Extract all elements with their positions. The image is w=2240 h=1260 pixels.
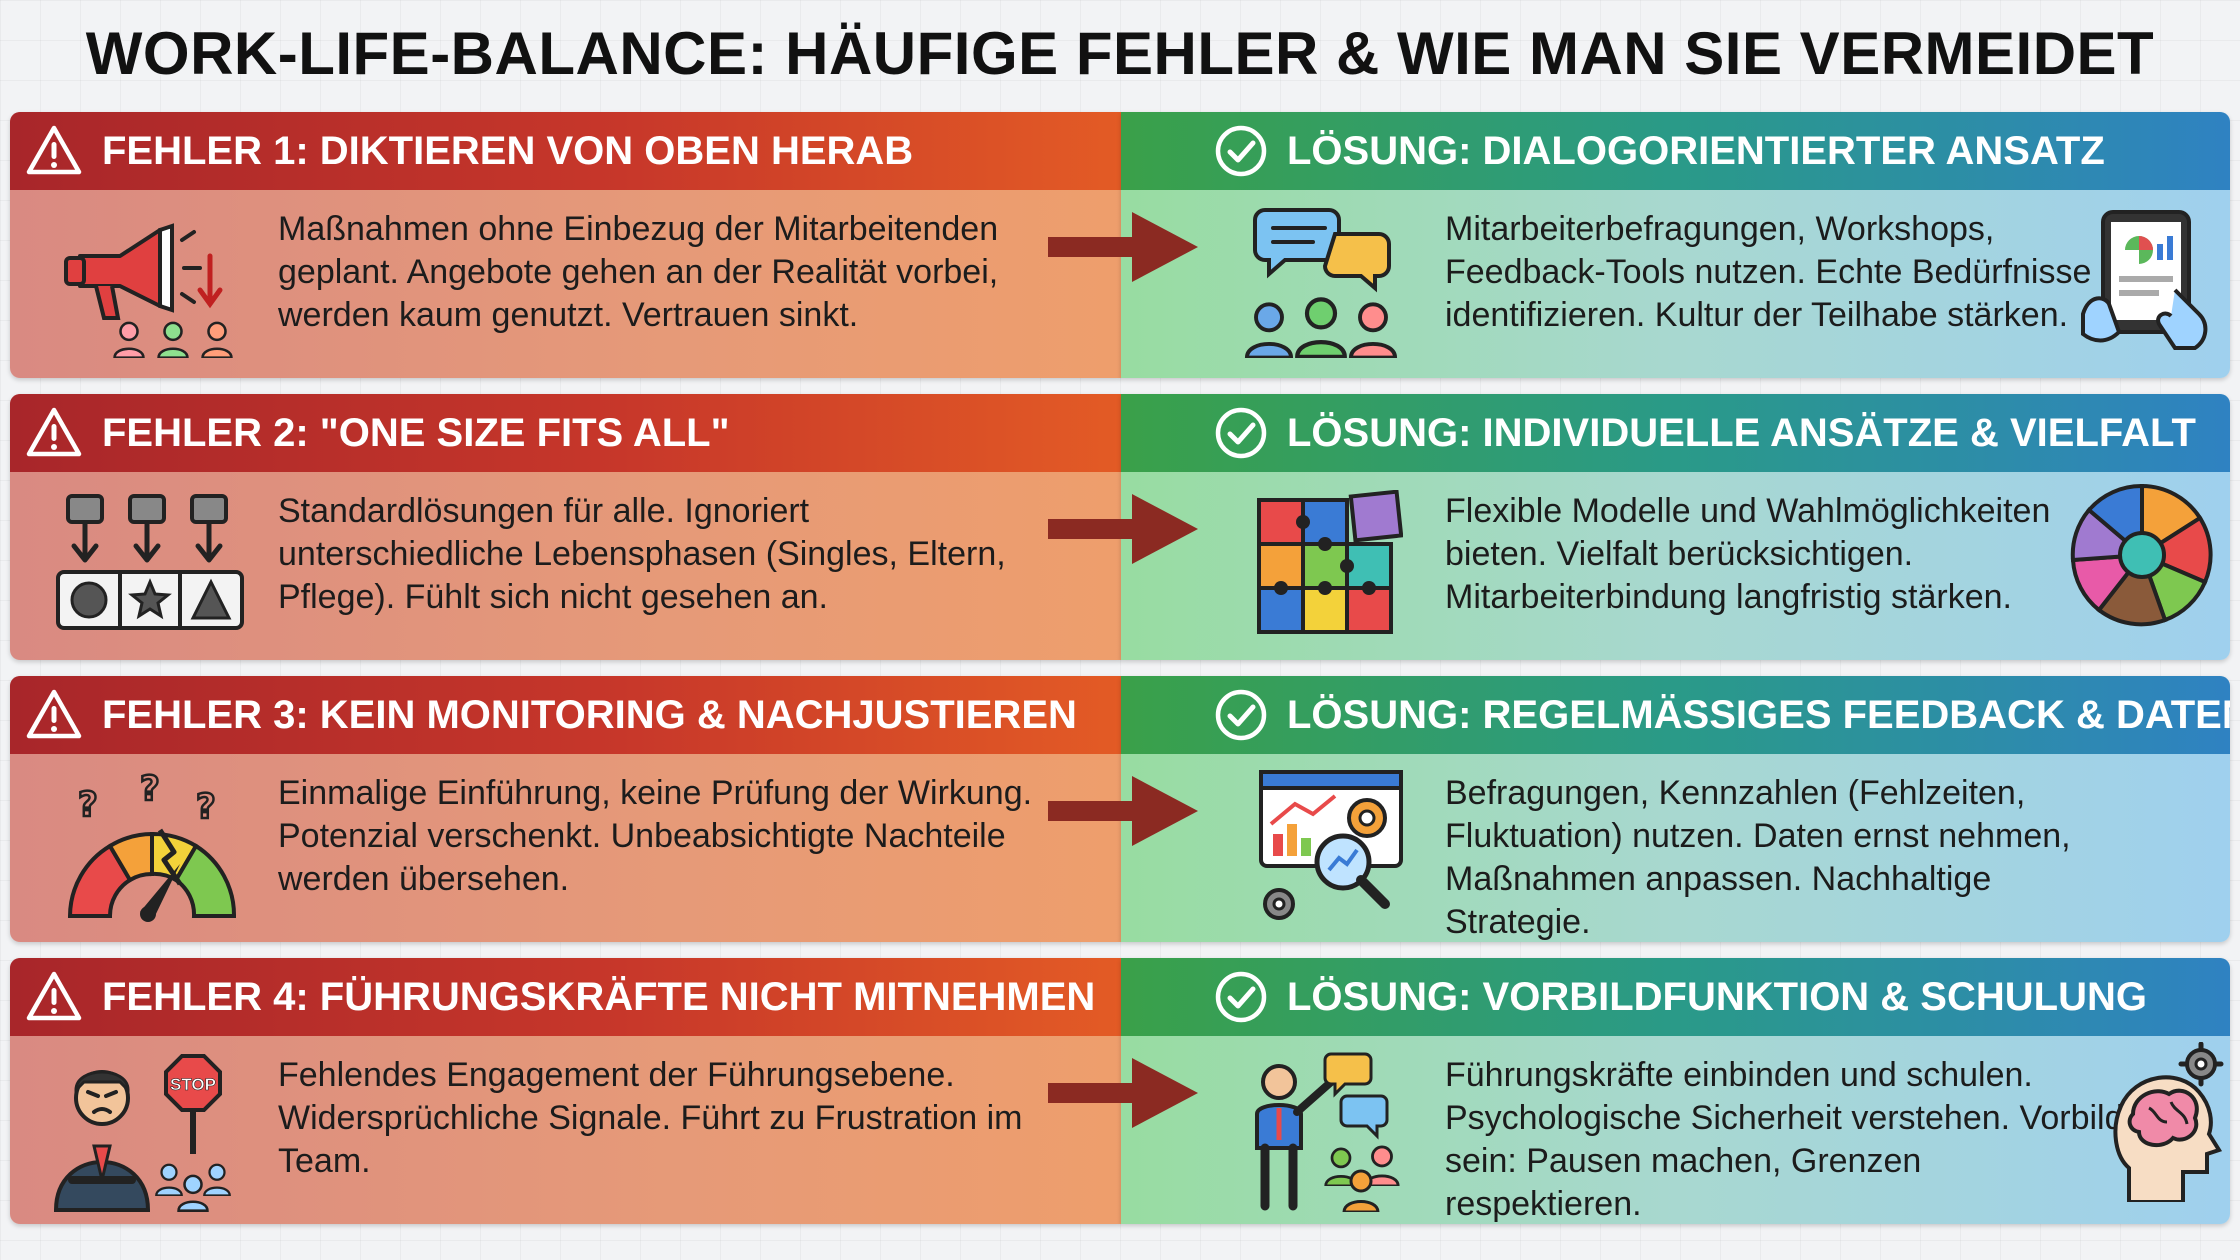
solution-title-1: LÖSUNG: DIALOGORIENTIERTER ANSATZ bbox=[1287, 128, 2105, 173]
mistake-card-2: FEHLER 2: "ONE SIZE FITS ALL" Standardlö… bbox=[10, 394, 1121, 660]
mistake-title-1: FEHLER 1: DIKTIEREN VON OBEN HERAB bbox=[102, 128, 914, 173]
solution-header-2: LÖSUNG: INDIVIDUELLE ANSÄTZE & VIELFALT bbox=[1121, 394, 2230, 472]
arrow-right-icon bbox=[1048, 212, 1198, 282]
mistake-card-4: FEHLER 4: FÜHRUNGSKRÄFTE NICHT MITNEHMEN… bbox=[10, 958, 1121, 1224]
megaphone-icon bbox=[64, 223, 233, 358]
arrow-right-icon bbox=[1048, 1058, 1198, 1128]
mistake-title-4: FEHLER 4: FÜHRUNGSKRÄFTE NICHT MITNEHMEN bbox=[102, 974, 1096, 1019]
dialogue-team-icon bbox=[1244, 208, 1398, 358]
row-4: FEHLER 4: FÜHRUNGSKRÄFTE NICHT MITNEHMEN… bbox=[10, 958, 2230, 1224]
checkmark-icon bbox=[1213, 687, 1269, 743]
warning-icon bbox=[26, 123, 82, 179]
solution-header-3: LÖSUNG: REGELMÄSSIGES FEEDBACK & DATEN bbox=[1121, 676, 2230, 754]
solution-title-4: LÖSUNG: VORBILDFUNKTION & SCHULUNG bbox=[1287, 974, 2147, 1019]
puzzle-circle-icon bbox=[2070, 483, 2213, 627]
arrow-right-icon bbox=[1048, 494, 1198, 564]
tablet-survey-icon bbox=[2081, 210, 2208, 350]
solution-text-3: Befragungen, Kennzahlen (Fehlzeiten, Flu… bbox=[1445, 774, 2071, 941]
arrow-right-icon bbox=[1048, 776, 1198, 846]
warning-icon bbox=[26, 687, 82, 743]
mistake-header-2: FEHLER 2: "ONE SIZE FITS ALL" bbox=[10, 394, 1121, 472]
mistake-header-1: FEHLER 1: DIKTIEREN VON OBEN HERAB bbox=[10, 112, 1121, 190]
mistake-text-1: Maßnahmen ohne Einbezug der Mitarbeitend… bbox=[278, 210, 999, 334]
solution-title-3: LÖSUNG: REGELMÄSSIGES FEEDBACK & DATEN bbox=[1287, 692, 2230, 737]
checkmark-icon bbox=[1213, 405, 1269, 461]
checkmark-icon bbox=[1213, 123, 1269, 179]
row-3: FEHLER 3: KEIN MONITORING & NACHJUSTIERE… bbox=[10, 676, 2230, 942]
one-size-shapes-icon bbox=[56, 494, 244, 630]
row-2: FEHLER 2: "ONE SIZE FITS ALL" Standardlö… bbox=[10, 394, 2230, 660]
mistake-text-2: Standardlösungen für alle. Ignoriert unt… bbox=[278, 492, 1006, 616]
solution-card-1: LÖSUNG: DIALOGORIENTIERTER ANSATZ Mitarb… bbox=[1121, 112, 2230, 378]
analytics-dashboard-icon bbox=[1259, 770, 1403, 920]
warning-icon bbox=[26, 969, 82, 1025]
svg-text:?: ? bbox=[196, 787, 216, 827]
svg-text:?: ? bbox=[140, 769, 160, 809]
solution-text-4: Führungskräfte einbinden und schulen. Ps… bbox=[1445, 1056, 2124, 1223]
mistake-text-4: Fehlendes Engagement der Führungsebene. … bbox=[278, 1056, 1023, 1180]
solution-text-1: Mitarbeiterbefragungen, Workshops, Feedb… bbox=[1445, 210, 2092, 334]
broken-gauge-icon: ??? bbox=[67, 768, 237, 922]
mistake-text-3: Einmalige Einführung, keine Prüfung der … bbox=[278, 774, 1033, 898]
checkmark-icon bbox=[1213, 969, 1269, 1025]
angry-manager-stop-icon: STOP bbox=[54, 1054, 231, 1212]
solution-title-2: LÖSUNG: INDIVIDUELLE ANSÄTZE & VIELFALT bbox=[1287, 410, 2196, 455]
mistake-title-2: FEHLER 2: "ONE SIZE FITS ALL" bbox=[102, 410, 730, 455]
solution-card-3: LÖSUNG: REGELMÄSSIGES FEEDBACK & DATEN B… bbox=[1121, 676, 2230, 942]
puzzle-icon bbox=[1257, 490, 1403, 634]
warning-icon bbox=[26, 405, 82, 461]
solution-card-4: LÖSUNG: VORBILDFUNKTION & SCHULUNG Führu… bbox=[1121, 958, 2230, 1224]
mistake-card-1: FEHLER 1: DIKTIEREN VON OBEN HERAB Maßna… bbox=[10, 112, 1121, 378]
mistake-card-3: FEHLER 3: KEIN MONITORING & NACHJUSTIERE… bbox=[10, 676, 1121, 942]
row-1: FEHLER 1: DIKTIEREN VON OBEN HERAB Maßna… bbox=[10, 112, 2230, 378]
mistake-header-3: FEHLER 3: KEIN MONITORING & NACHJUSTIERE… bbox=[10, 676, 1121, 754]
stop-sign-label: STOP bbox=[170, 1075, 216, 1094]
solution-card-2: LÖSUNG: INDIVIDUELLE ANSÄTZE & VIELFALT … bbox=[1121, 394, 2230, 660]
svg-text:?: ? bbox=[78, 785, 98, 825]
mistake-title-3: FEHLER 3: KEIN MONITORING & NACHJUSTIERE… bbox=[102, 692, 1077, 737]
solution-header-4: LÖSUNG: VORBILDFUNKTION & SCHULUNG bbox=[1121, 958, 2230, 1036]
brain-gear-icon bbox=[2113, 1042, 2224, 1202]
page-title: WORK-LIFE-BALANCE: HÄUFIGE FEHLER & WIE … bbox=[85, 20, 2155, 87]
solution-text-2: Flexible Modelle und Wahlmöglichkeiten b… bbox=[1445, 492, 2051, 616]
leader-presenting-icon bbox=[1255, 1052, 1400, 1212]
mistake-header-4: FEHLER 4: FÜHRUNGSKRÄFTE NICHT MITNEHMEN bbox=[10, 958, 1121, 1036]
solution-header-1: LÖSUNG: DIALOGORIENTIERTER ANSATZ bbox=[1121, 112, 2230, 190]
